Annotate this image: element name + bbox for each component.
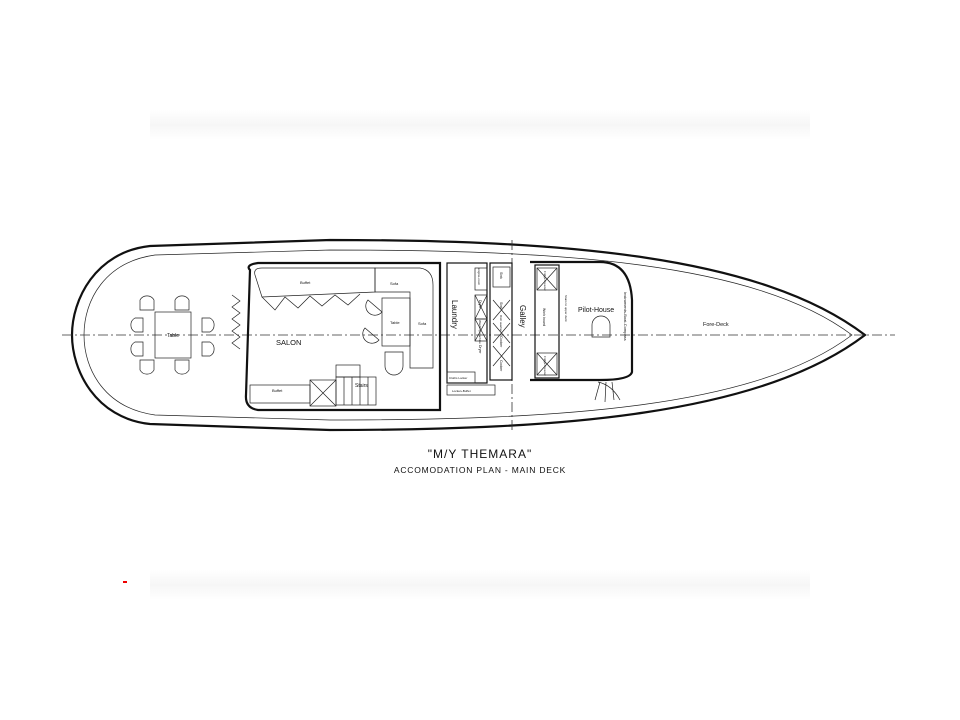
label-locker-buffet: Locker+Buffet	[452, 389, 471, 393]
label-cooker: Cooker	[499, 336, 503, 348]
stairs-top	[335, 364, 361, 378]
label-cloths-locker: Cloths Locker	[449, 376, 467, 380]
helm-seat	[591, 315, 611, 338]
sink	[492, 266, 511, 288]
aft-chairs	[130, 295, 215, 375]
stairs-down	[594, 381, 621, 403]
aft-table	[154, 311, 192, 359]
label-galley: Galley	[518, 305, 527, 328]
chair	[365, 299, 383, 316]
label-washing-machine: Washing machine	[478, 320, 482, 344]
label-fridge: Fridge Freezer	[543, 356, 547, 376]
label-fore-deck: Fore-Deck	[703, 322, 729, 328]
aft-doors	[231, 294, 241, 350]
window-marks	[261, 293, 361, 311]
label-instruments: Instruments-Boat-Compass	[623, 292, 628, 341]
salon-cabin-wall	[244, 261, 442, 412]
buffet-top	[254, 267, 376, 298]
scan-shadow-top	[150, 110, 810, 140]
plan-title: "M/Y THEMARA"	[427, 447, 533, 461]
label-laundry: Laundry	[450, 300, 459, 329]
galley-counter	[489, 262, 513, 381]
label-aft-table: Table	[167, 333, 179, 339]
scan-shadow-bottom	[150, 570, 810, 600]
label-sink: Sink	[499, 272, 503, 279]
label-salon: SALON	[276, 338, 301, 347]
label-table: Table	[390, 320, 400, 325]
sofa-l	[374, 267, 434, 369]
label-fridge: Fridge Freezer	[543, 271, 547, 291]
red-mark	[123, 581, 127, 583]
pilot-house-wall	[530, 260, 634, 382]
plan-subtitle: ACCOMODATION PLAN - MAIN DECK	[393, 465, 567, 475]
label-sofa: Sofa	[390, 281, 399, 286]
chair	[362, 327, 380, 344]
label-dishwasher: Dish washer	[499, 315, 503, 332]
label-stairs: Stairs	[355, 383, 368, 389]
chair	[384, 351, 404, 376]
label-dryer: Dryer	[478, 345, 482, 354]
label-buffet: Buffet	[272, 388, 283, 393]
plan-labels: Table SALON Buffet Sofa Table Sofa Buffe…	[167, 268, 729, 393]
work-board	[534, 264, 560, 379]
label-dryer: Dryer	[478, 300, 482, 309]
label-cooker: Cooker	[499, 360, 503, 372]
label-work-board: Work board	[542, 308, 546, 326]
label-sink: Sink	[499, 302, 503, 309]
label-engine-room: Engine-room	[477, 268, 481, 286]
locker-buffet	[446, 384, 496, 396]
label-buffet: Buffet	[300, 280, 311, 285]
stairs	[335, 376, 377, 406]
label-stairs-upper: Stairs to upper deck	[564, 295, 568, 322]
salon-table	[381, 297, 411, 347]
label-sofa: Sofa	[418, 321, 427, 326]
label-pilot-house: Pilot-House	[578, 307, 614, 314]
